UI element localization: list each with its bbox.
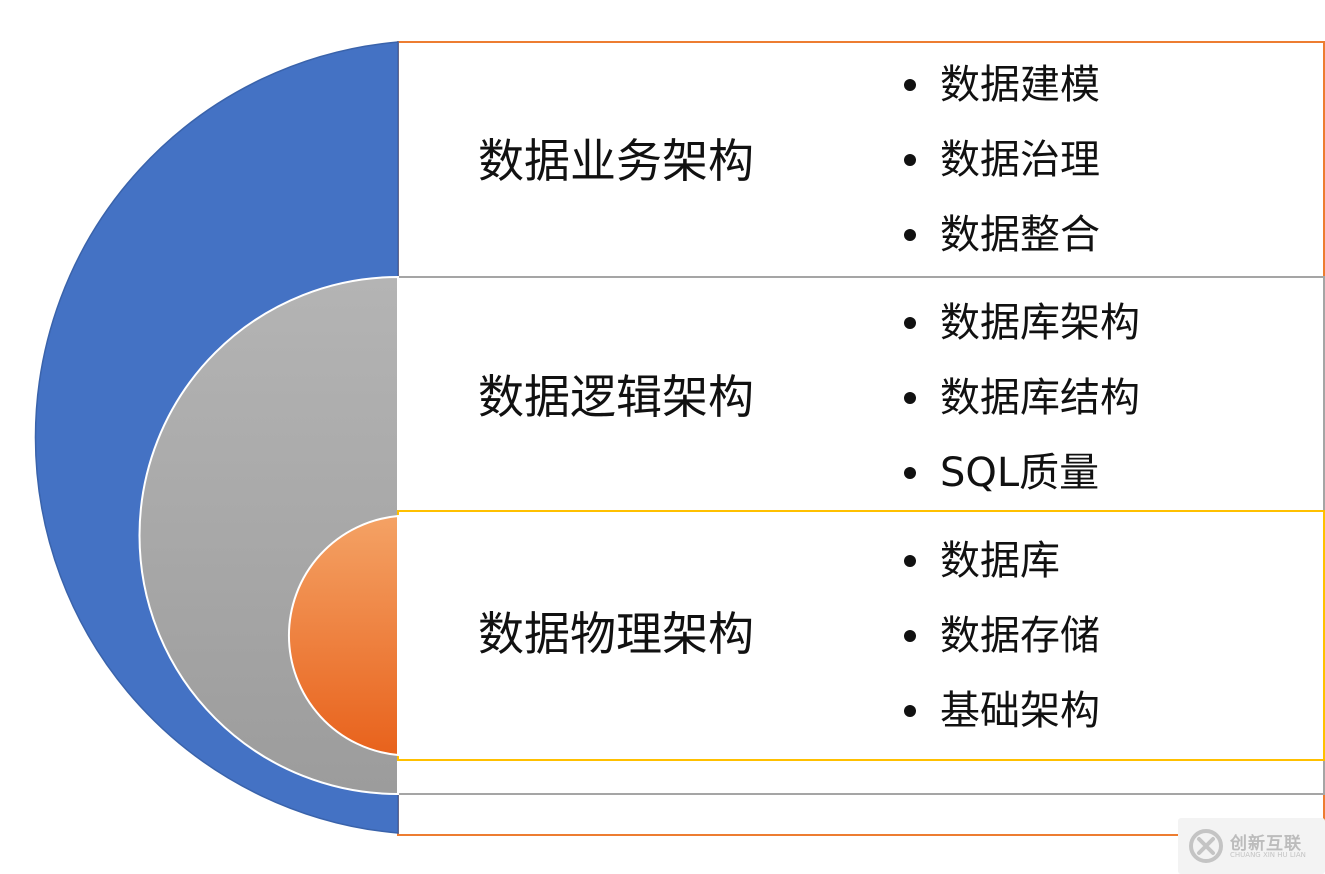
watermark: 创新互联 CHUANG XIN HU LIAN [1178, 818, 1325, 874]
list-item-label: 数据库结构 [940, 375, 1140, 421]
list-item: 数据整合 [900, 207, 1100, 282]
layer-title-physical: 数据物理架构 [478, 607, 754, 661]
bullet-icon [904, 630, 916, 642]
layer-items-business: 数据建模 数据治理 数据整合 [900, 57, 1100, 282]
list-item-label: 数据建模 [940, 62, 1100, 108]
bullet-icon [904, 154, 916, 166]
bullet-icon [904, 317, 916, 329]
watermark-text: 创新互联 [1230, 834, 1302, 854]
bullet-icon [904, 555, 916, 567]
layer-items-physical: 数据库 数据存储 基础架构 [900, 533, 1100, 758]
list-item: SQL质量 [900, 445, 1140, 520]
list-item: 数据库 [900, 533, 1100, 608]
list-item: 数据库结构 [900, 370, 1140, 445]
list-item: 数据建模 [900, 57, 1100, 132]
layer-items-logical: 数据库架构 数据库结构 SQL质量 [900, 295, 1140, 520]
list-item-label: 数据库架构 [940, 300, 1140, 346]
bullet-icon [904, 705, 916, 717]
watermark-logo-icon [1189, 829, 1223, 863]
bullet-icon [904, 229, 916, 241]
bullet-icon [904, 467, 916, 479]
layer-title-logical: 数据逻辑架构 [478, 370, 754, 424]
bullet-icon [904, 79, 916, 91]
list-item: 基础架构 [900, 683, 1100, 758]
list-item: 数据存储 [900, 608, 1100, 683]
list-item-label: SQL质量 [940, 450, 1100, 496]
layer-title-business: 数据业务架构 [478, 134, 754, 188]
inner-layer-box [397, 510, 1325, 761]
watermark-subtext: CHUANG XIN HU LIAN [1230, 851, 1306, 859]
list-item-label: 数据库 [940, 538, 1060, 584]
list-item-label: 基础架构 [940, 688, 1100, 734]
list-item-label: 数据整合 [940, 212, 1100, 258]
list-item: 数据库架构 [900, 295, 1140, 370]
list-item-label: 数据治理 [940, 137, 1100, 183]
bullet-icon [904, 392, 916, 404]
list-item-label: 数据存储 [940, 613, 1100, 659]
inner-semicircle [288, 514, 399, 757]
list-item: 数据治理 [900, 132, 1100, 207]
